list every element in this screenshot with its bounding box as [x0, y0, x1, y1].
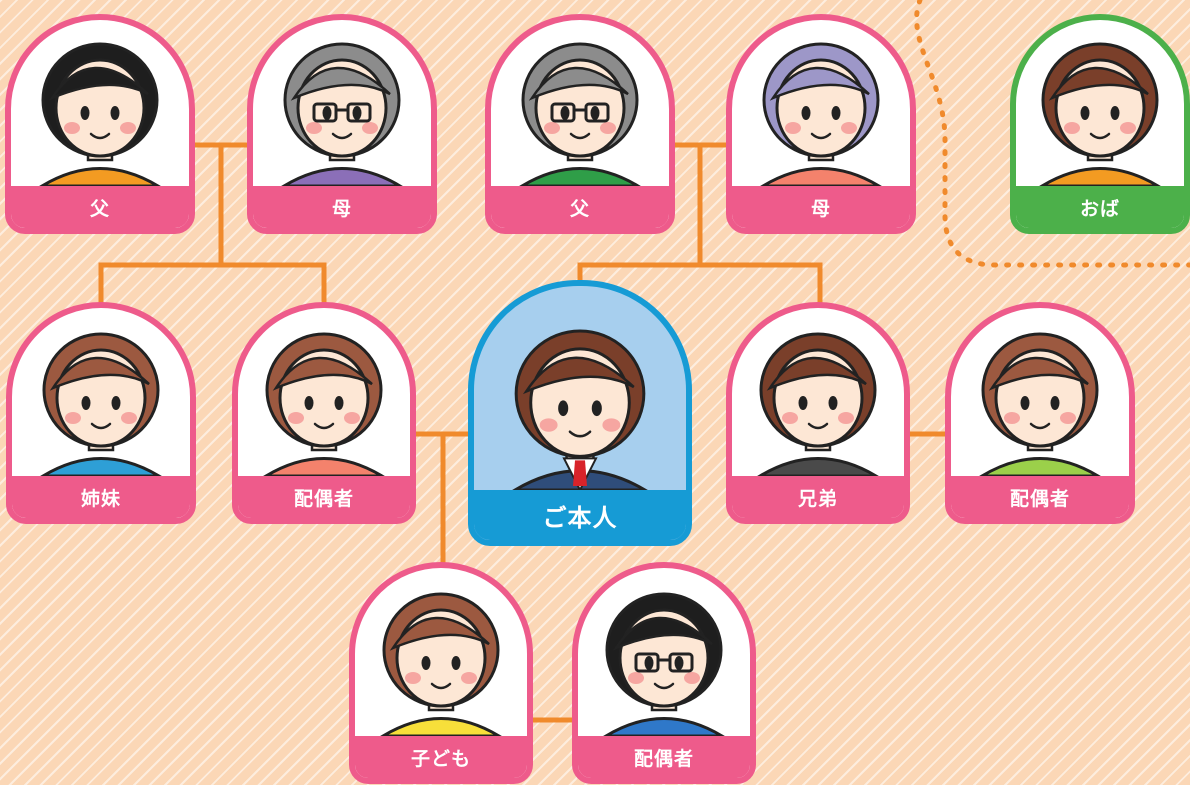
- card-child-spouse[interactable]: 配偶者: [572, 562, 756, 784]
- aunt-dotted-border: [914, 0, 1190, 268]
- card-aunt[interactable]: おば: [1010, 14, 1190, 234]
- card-grandmother-a[interactable]: 母: [247, 14, 437, 234]
- grandmother-a-icon: [278, 42, 406, 188]
- card-brother[interactable]: 兄弟: [726, 302, 910, 524]
- label-grandfather-b: 父: [491, 186, 669, 228]
- card-self[interactable]: ご本人: [468, 280, 692, 546]
- grandmother-b-icon: [757, 42, 885, 188]
- label-aunt: おば: [1016, 186, 1184, 228]
- child-spouse-icon: [600, 592, 728, 738]
- aunt-icon: [1036, 42, 1164, 188]
- label-sister: 姉妹: [12, 476, 190, 518]
- card-brother-spouse[interactable]: 配偶者: [945, 302, 1135, 524]
- label-sister-spouse: 配偶者: [238, 476, 410, 518]
- brother-spouse-icon: [976, 332, 1104, 478]
- label-brother: 兄弟: [732, 476, 904, 518]
- grandfather-a-icon: [36, 42, 164, 188]
- label-brother-spouse: 配偶者: [951, 476, 1129, 518]
- card-grandmother-b[interactable]: 母: [726, 14, 916, 234]
- label-child: 子ども: [355, 736, 527, 778]
- label-grandfather-a: 父: [11, 186, 189, 228]
- sister-icon: [37, 332, 165, 478]
- self-icon: [509, 329, 651, 493]
- brother-icon: [754, 332, 882, 478]
- card-grandfather-a[interactable]: 父: [5, 14, 195, 234]
- label-grandmother-a: 母: [253, 186, 431, 228]
- sister-spouse-icon: [260, 332, 388, 478]
- label-child-spouse: 配偶者: [578, 736, 750, 778]
- card-sister-spouse[interactable]: 配偶者: [232, 302, 416, 524]
- card-child[interactable]: 子ども: [349, 562, 533, 784]
- grandfather-b-icon: [516, 42, 644, 188]
- label-self: ご本人: [474, 490, 686, 540]
- card-sister[interactable]: 姉妹: [6, 302, 196, 524]
- label-grandmother-b: 母: [732, 186, 910, 228]
- card-grandfather-b[interactable]: 父: [485, 14, 675, 234]
- child-icon: [377, 592, 505, 738]
